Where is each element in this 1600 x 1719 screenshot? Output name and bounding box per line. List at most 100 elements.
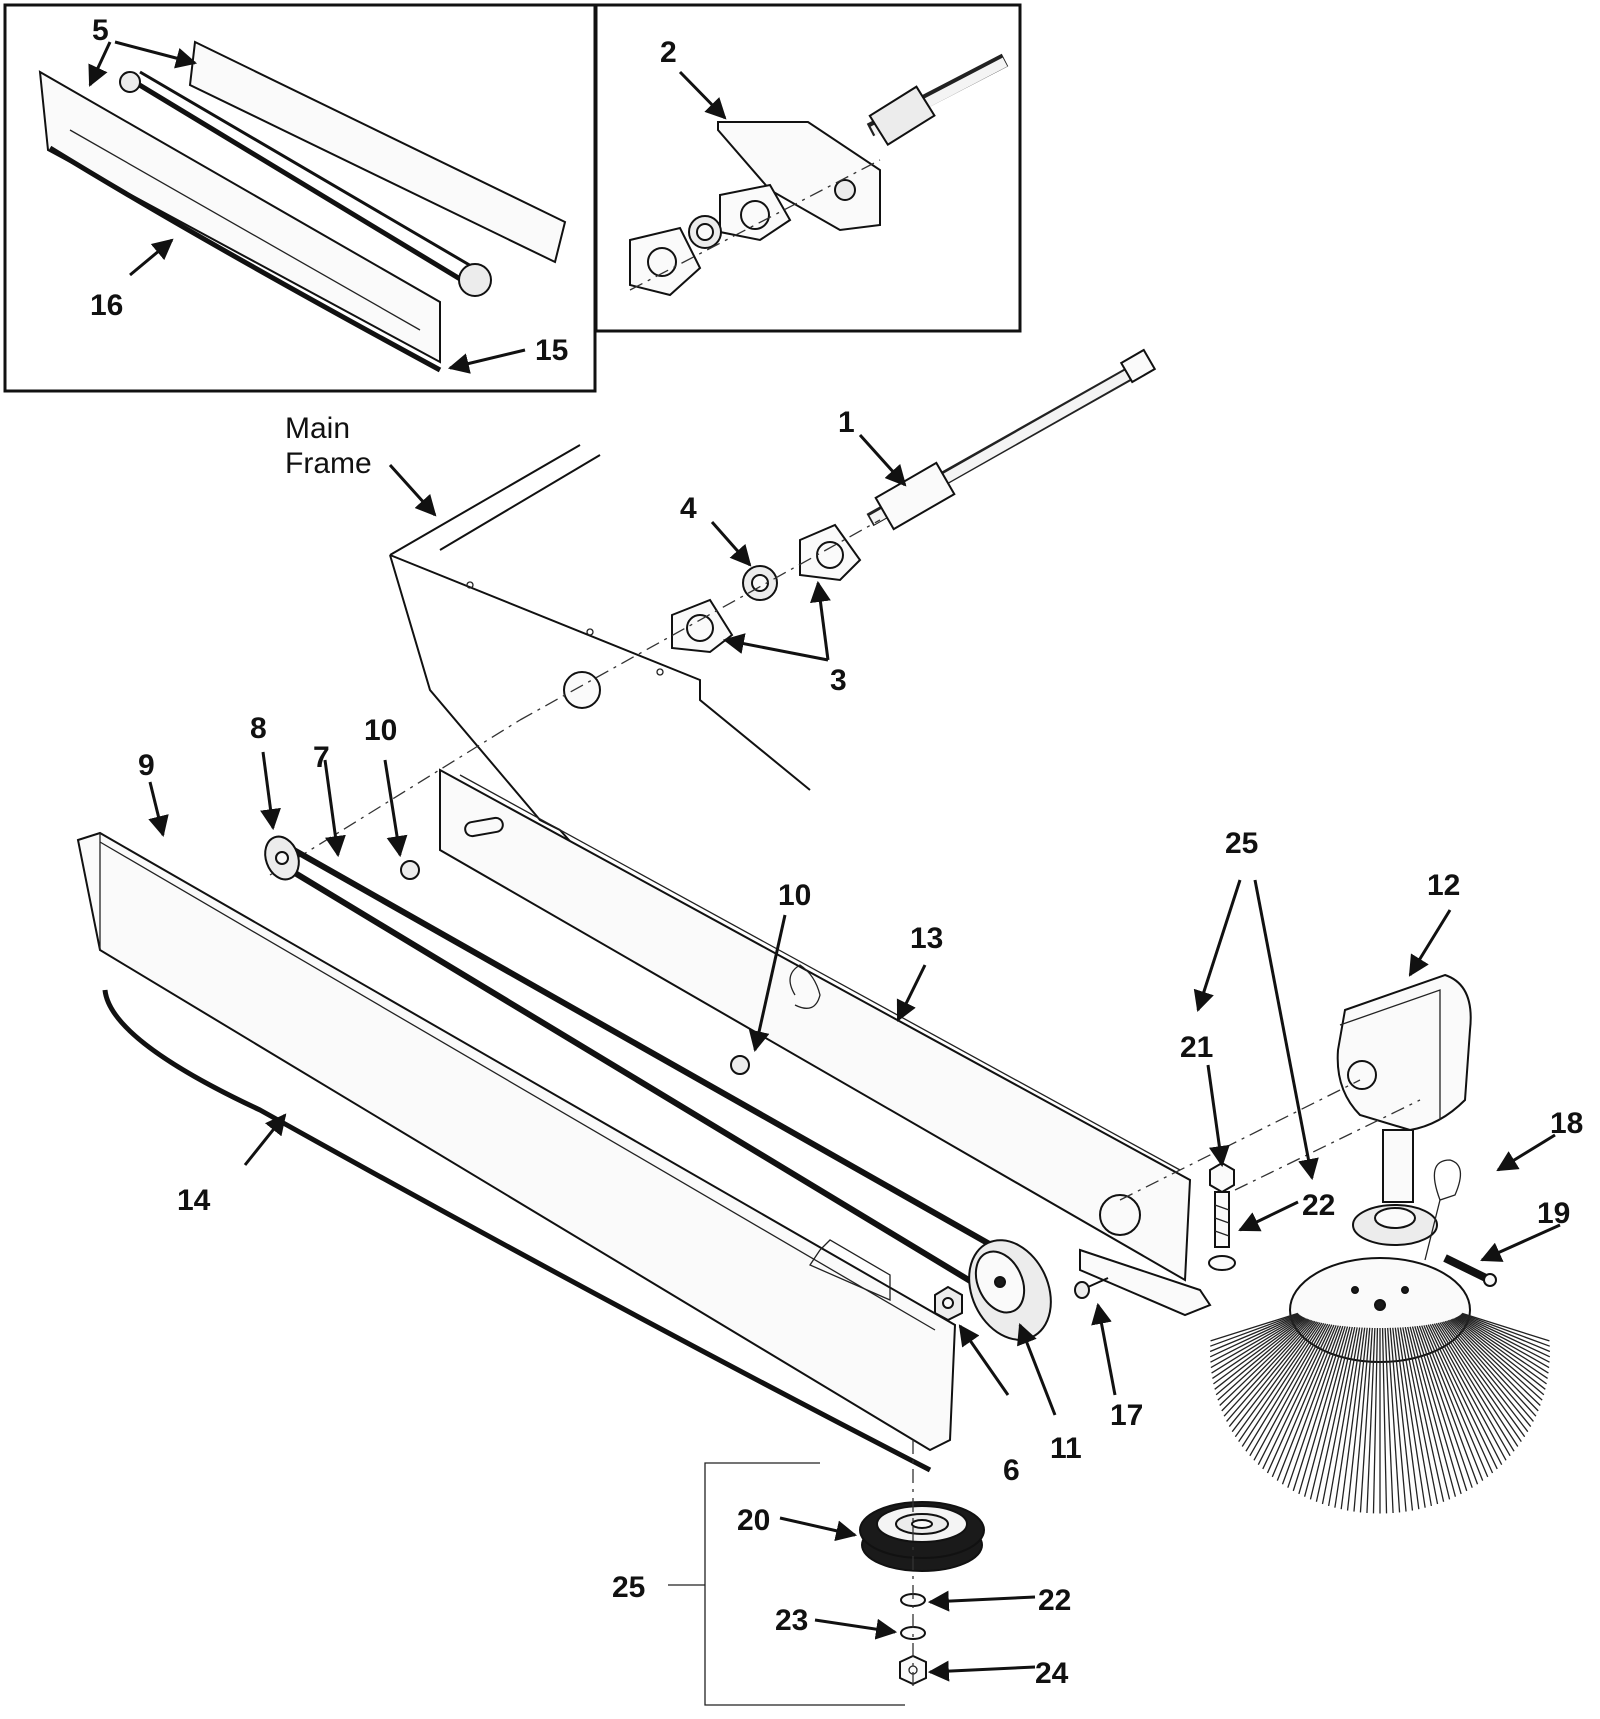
broom-bristle [1210,1312,1299,1342]
broom-bristle [1411,1326,1462,1495]
broom-bristle [1340,1327,1366,1510]
callout-7: 7 [313,741,330,774]
hair-pin [1424,1159,1462,1261]
broom-bristle [1266,1324,1335,1474]
broom-bristle [1234,1321,1319,1438]
flat-washer-upper [1208,1255,1236,1271]
callout-13: 13 [910,922,943,955]
broom-bristle [1404,1327,1445,1502]
broom-bristle [1450,1319,1541,1406]
drive-rod [866,348,1157,531]
main-frame-label-line1: Main [285,412,350,445]
broom-bristle [1292,1326,1346,1492]
broom-bristle [1223,1319,1313,1417]
broom-bristle [1441,1321,1526,1438]
callout-19: 19 [1537,1197,1570,1230]
broom-bristle [1353,1327,1371,1512]
callout-10-a: 10 [364,714,397,747]
callout-16: 16 [90,289,123,322]
broom-bristle [1231,1321,1318,1433]
broom-bristle [1455,1317,1547,1385]
broom-bristle [1392,1327,1414,1511]
broom-bristle [1389,1327,1407,1512]
broom-bristle [1372,1327,1379,1514]
callout-25-a: 25 [1225,827,1258,860]
screw [1074,1277,1109,1299]
callout-5: 5 [92,14,109,47]
broom-bristle [1249,1323,1327,1457]
broom-bristle [1298,1326,1349,1495]
broom-bristle [1456,1316,1548,1379]
broom-bristle [1315,1327,1356,1502]
broom-bristle [1394,1327,1420,1510]
callout-24: 24 [1035,1657,1069,1690]
front-cover [76,831,957,1452]
broom-bristle [1366,1327,1376,1514]
broom-bristle [1449,1319,1539,1412]
callout-22-a: 22 [1302,1189,1335,1222]
broom-motor [1336,973,1472,1203]
callout-23: 23 [775,1604,808,1637]
small-pulley [264,835,300,881]
broom-bristle [1334,1327,1363,1508]
broom-bristle [1416,1325,1473,1488]
caster-bracket-line [704,1462,905,1706]
broom-bristle [1387,1327,1401,1513]
broom-bristle [1447,1319,1537,1417]
callout-labels: 1 2 3 4 5 6 7 8 9 10 10 11 12 13 14 15 1… [90,14,1583,1690]
broom-bristle [1228,1320,1316,1427]
broom-bristle [1425,1324,1494,1474]
callout-8: 8 [250,712,267,745]
broom-bristle [1431,1323,1507,1461]
side-broom [1209,1257,1551,1514]
callout-3: 3 [830,664,847,697]
broom-bristle [1309,1326,1353,1500]
large-pulley [968,1239,1052,1341]
broom-bristle [1457,1316,1549,1374]
broom-bristle [1226,1320,1314,1422]
broom-bristle [1238,1322,1321,1443]
bolt [1209,1161,1235,1248]
broom-bristle [1429,1324,1503,1466]
broom-bristle [1215,1318,1307,1396]
broom-bristle [1211,1316,1303,1374]
broom-bristle [1381,1327,1388,1514]
broom-bristle [1454,1317,1546,1390]
broom-bristle [1418,1325,1479,1485]
broom-bristle [1287,1325,1344,1488]
callout-25-b: 25 [612,1571,645,1604]
broom-bristle [1210,1315,1302,1369]
broom-bristle [1262,1324,1333,1470]
callout-1: 1 [838,406,855,439]
broom-bristle [1414,1326,1468,1492]
broom-bristle [1209,1314,1300,1358]
callout-6: 6 [1003,1454,1020,1487]
broom-bristle [1435,1322,1515,1452]
broom-bristle [1213,1317,1305,1385]
callout-2: 2 [660,36,677,69]
leader-arrows [88,40,1561,1682]
broom-bristle [1241,1322,1323,1447]
broom-bristle [1321,1327,1358,1505]
broom-bristle [1253,1323,1329,1461]
broom-bristle [1303,1326,1351,1497]
inset-bearing-mount [594,3,1022,333]
broom-bristle [1423,1325,1489,1478]
callout-9: 9 [138,749,155,782]
broom-hub [1352,1204,1438,1246]
broom-bristle [1212,1316,1304,1379]
broom-bristle [1210,1314,1301,1363]
callout-20: 20 [737,1504,770,1537]
broom-bristle [1209,1313,1300,1353]
broom-bristle [1281,1325,1342,1485]
broom-frame [400,768,1212,1317]
broom-bristle [1433,1323,1511,1457]
broom-bristle [1399,1327,1433,1507]
callout-14: 14 [177,1184,211,1217]
broom-bristle [1407,1326,1451,1500]
broom-bristle [1459,1314,1550,1363]
broom-bristle [1439,1322,1522,1443]
drive-belt [283,842,1012,1308]
broom-bristle [1442,1321,1529,1433]
